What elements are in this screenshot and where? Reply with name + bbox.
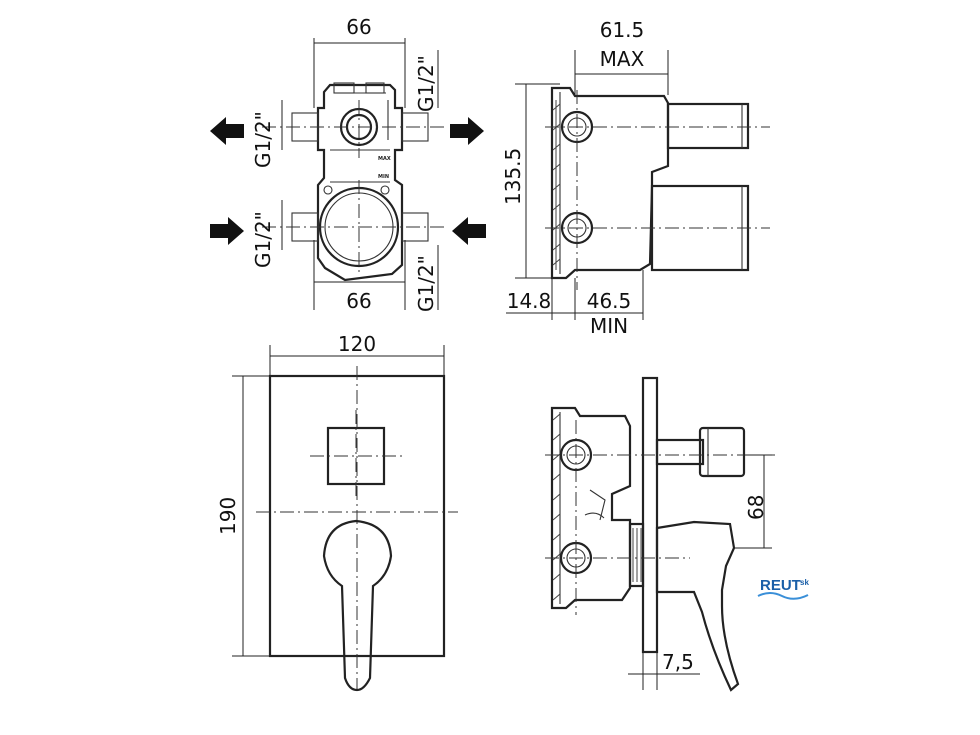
arrow-left-outflow-upper bbox=[210, 117, 244, 145]
dim-66-top: 66 bbox=[346, 15, 371, 39]
dim-190: 190 bbox=[216, 497, 240, 535]
dim-66-bottom: 66 bbox=[346, 289, 371, 313]
dim-68: 68 bbox=[744, 495, 768, 520]
logo-text: REUT bbox=[760, 577, 801, 594]
port-label-left-lower: G1/2" bbox=[251, 211, 275, 268]
side-body-outline bbox=[550, 86, 670, 280]
dim-135-5: 135.5 bbox=[501, 148, 525, 205]
mixer-lever-handle bbox=[322, 519, 393, 692]
port-label-right-lower: G1/2" bbox=[414, 255, 438, 312]
dim-min-label: MIN bbox=[590, 314, 628, 338]
top-front-view: 66 MAX MIN 66 G1/2" bbox=[210, 15, 486, 313]
dim-7-5: 7,5 bbox=[662, 650, 694, 674]
diverter-knob-side bbox=[698, 426, 746, 478]
wall-plate bbox=[641, 376, 659, 654]
dim-14-8: 14.8 bbox=[507, 289, 552, 313]
dim-61-5: 61.5 bbox=[600, 18, 645, 42]
arrow-left-inflow-lower bbox=[210, 217, 244, 245]
bottom-front-view: 120 190 bbox=[216, 332, 458, 692]
dim-46-5: 46.5 bbox=[587, 289, 632, 313]
arrow-right-inflow-lower bbox=[452, 217, 486, 245]
brand-logo: REUT sk bbox=[757, 577, 809, 600]
upper-cartridge-stub bbox=[666, 102, 750, 150]
dim-120: 120 bbox=[338, 332, 376, 356]
diverter-stem bbox=[655, 438, 705, 466]
logo-suffix: sk bbox=[800, 578, 809, 587]
bottom-side-view: 68 7,5 bbox=[545, 376, 775, 692]
arrow-right-outflow-upper bbox=[450, 117, 484, 145]
logo-wave-icon bbox=[757, 592, 809, 600]
assembled-body-outline bbox=[550, 406, 632, 610]
mixer-lever-side bbox=[655, 520, 740, 692]
dim-max-label: MAX bbox=[600, 47, 645, 71]
body-marking-max: MAX bbox=[378, 156, 391, 162]
port-label-left-upper: G1/2" bbox=[251, 111, 275, 168]
body-marking-min: MIN bbox=[378, 174, 389, 180]
port-label-right-upper: G1/2" bbox=[414, 55, 438, 112]
top-side-view: 61.5 MAX 135.5 14.8 46.5 MIN bbox=[501, 18, 770, 338]
